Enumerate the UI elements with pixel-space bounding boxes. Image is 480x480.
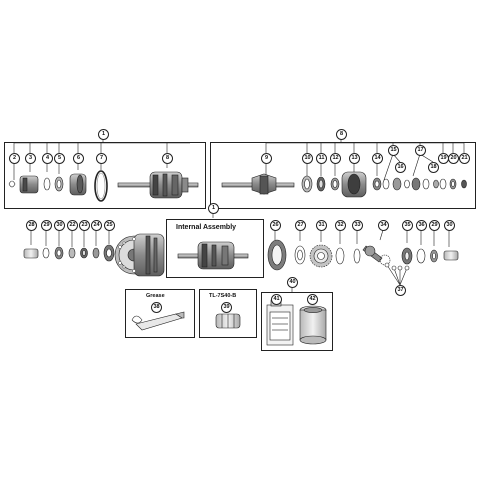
callout-1: 1: [98, 129, 109, 140]
callout-35: 35: [402, 220, 413, 231]
grease-box: [125, 289, 195, 338]
callout-20: 20: [448, 153, 459, 164]
callout-1-internal: 1: [208, 203, 219, 214]
tool-box: [199, 289, 257, 338]
callout-8: 8: [336, 129, 347, 140]
grease-label: Grease: [146, 293, 165, 299]
callout-14: 14: [372, 153, 383, 164]
callout-21: 21: [459, 153, 470, 164]
callout-7: 7: [96, 153, 107, 164]
kit-box: [261, 292, 333, 351]
callout-23: 23: [79, 220, 90, 231]
callout-8-inner: 8: [162, 153, 173, 164]
callout-15: 15: [388, 145, 399, 156]
callout-10: 10: [302, 153, 313, 164]
callout-42: 42: [307, 294, 318, 305]
callout-17: 17: [415, 145, 426, 156]
callout-31: 31: [316, 220, 327, 231]
callout-33: 33: [352, 220, 363, 231]
callout-34: 34: [378, 220, 389, 231]
callout-9: 9: [261, 153, 272, 164]
callout-38: 38: [151, 302, 162, 313]
callout-3: 3: [25, 153, 36, 164]
callout-6: 6: [73, 153, 84, 164]
callout-26: 26: [270, 220, 281, 231]
callout-32: 32: [335, 220, 346, 231]
callout-30-right: 30: [444, 220, 455, 231]
callout-11: 11: [316, 153, 327, 164]
callout-2: 2: [9, 153, 20, 164]
callout-25: 25: [104, 220, 115, 231]
callout-40: 40: [287, 277, 298, 288]
callout-16: 16: [395, 162, 406, 173]
internal-assembly-box: [166, 219, 264, 278]
callout-27: 27: [295, 220, 306, 231]
callout-29-right: 29: [429, 220, 440, 231]
callout-4: 4: [42, 153, 53, 164]
callout-28-left: 28: [26, 220, 37, 231]
callout-24: 24: [91, 220, 102, 231]
callout-39: 39: [221, 302, 232, 313]
tool-label: TL-7S40-B: [209, 293, 237, 299]
callout-12: 12: [330, 153, 341, 164]
internal-assembly-label: Internal Assembly: [176, 224, 237, 231]
callout-41: 41: [271, 294, 282, 305]
callout-13: 13: [349, 153, 360, 164]
callout-5: 5: [54, 153, 65, 164]
callout-18: 18: [428, 162, 439, 173]
callout-29-left: 29: [41, 220, 52, 231]
callout-22: 22: [67, 220, 78, 231]
sub-assembly-box-1: [4, 142, 206, 209]
sub-assembly-box-8: [210, 142, 476, 209]
callout-36: 36: [416, 220, 427, 231]
callout-30-left: 30: [54, 220, 65, 231]
callout-37: 37: [395, 285, 406, 296]
